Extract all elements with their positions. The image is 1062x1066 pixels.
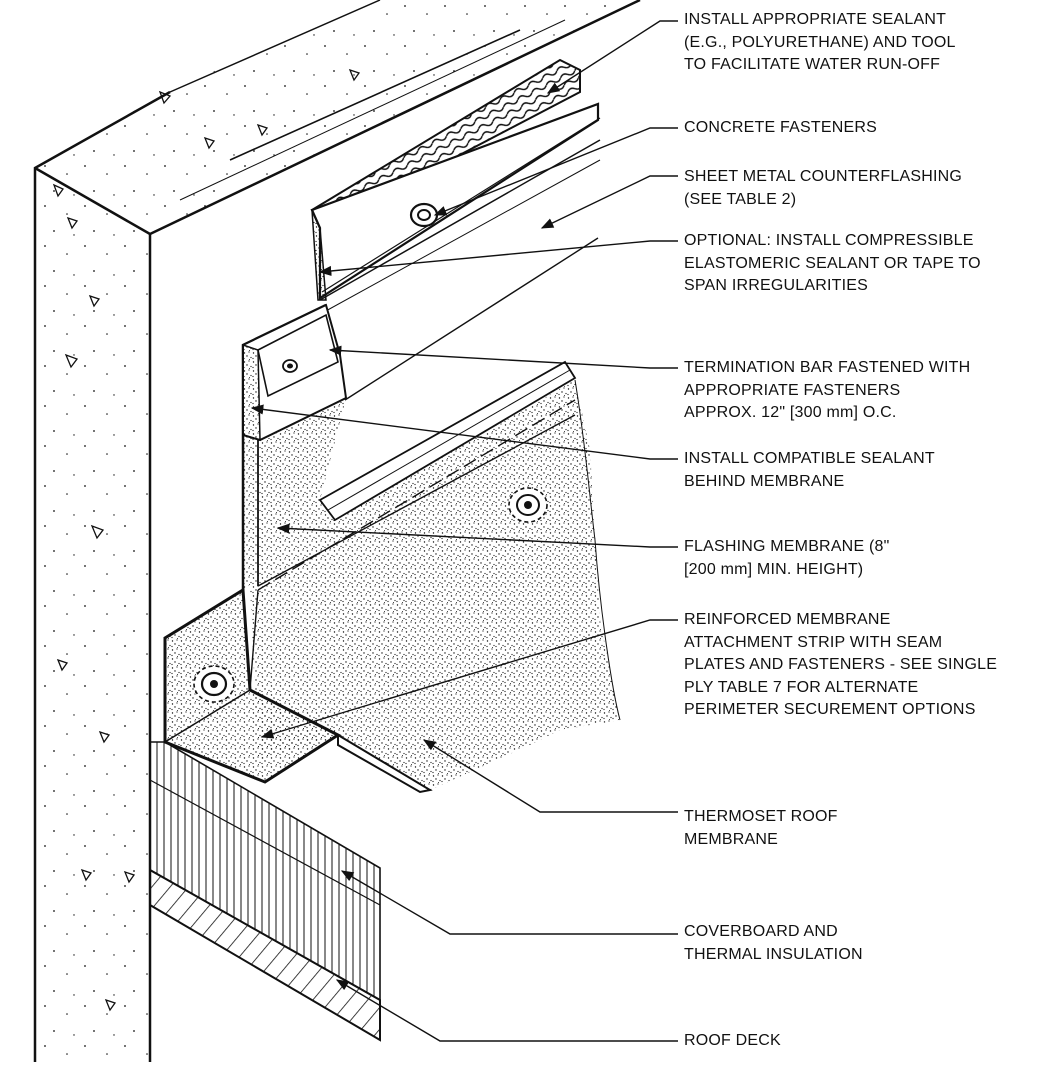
callout-line: ELASTOMERIC SEALANT OR TAPE TO: [684, 254, 981, 272]
callout-attachment-strip: REINFORCED MEMBRANE ATTACHMENT STRIP WIT…: [684, 609, 997, 722]
callout-line: (E.G., POLYURETHANE) AND TOOL: [684, 33, 956, 51]
leader-roof-deck: [335, 979, 678, 1042]
seam-plate-fastener: [193, 665, 235, 703]
callout-line: SPAN IRREGULARITIES: [684, 277, 868, 294]
callout-line: CONCRETE FASTENERS: [684, 119, 877, 136]
callout-line: ATTACHMENT STRIP WITH SEAM: [684, 633, 943, 651]
callout-line: MEMBRANE: [684, 830, 779, 848]
callout-compatible-sealant: INSTALL COMPATIBLE SEALANT BEHIND MEMBRA…: [684, 448, 935, 493]
callout-termination-bar: TERMINATION BAR FASTENED WITH APPROPRIAT…: [684, 357, 970, 425]
concrete-fastener: [409, 202, 439, 228]
callout-concrete-fasteners: CONCRETE FASTENERS: [684, 117, 877, 140]
leader-coverboard: [340, 870, 678, 935]
callout-line: PLATES AND FASTENERS - SEE SINGLE: [684, 656, 998, 673]
thermal-insulation-layer: [149, 741, 381, 1002]
attachment-strip: [163, 587, 433, 794]
callout-line: ROOF DECK: [684, 1032, 781, 1049]
concrete-wall: [33, 0, 641, 1062]
callout-flashing-membrane: FLASHING MEMBRANE (8" [200 mm] MIN. HEIG…: [684, 536, 889, 581]
aggregate-marks: [52, 68, 361, 1012]
callout-line: COVERBOARD AND: [684, 923, 838, 940]
leader-concrete-fasteners: [433, 127, 678, 216]
callout-compressible-sealant: OPTIONAL: INSTALL COMPRESSIBLE ELASTOMER…: [684, 230, 981, 298]
leader-compatible-sealant: [250, 404, 678, 460]
leader-compressible-sealant: [318, 240, 678, 276]
membrane-lap: [318, 360, 577, 522]
leader-thermoset: [422, 739, 678, 813]
callout-line: INSTALL APPROPRIATE SEALANT: [684, 11, 947, 28]
callout-line: PLY TABLE 7 FOR ALTERNATE: [684, 678, 919, 696]
callout-line: PERIMETER SECUREMENT OPTIONS: [684, 701, 976, 718]
callout-line: REINFORCED MEMBRANE: [684, 611, 891, 628]
termination-bar: [242, 303, 348, 442]
callout-roof-deck: ROOF DECK: [684, 1030, 781, 1053]
leader-lines: [250, 20, 678, 1042]
leader-flashing-membrane: [276, 523, 678, 548]
leader-termination-bar: [328, 345, 678, 369]
callout-counterflashing: SHEET METAL COUNTERFLASHING (SEE TABLE 2…: [684, 166, 962, 211]
callout-line: TO FACILITATE WATER RUN-OFF: [684, 56, 941, 73]
membrane-fastener-upper: [508, 487, 548, 523]
callout-coverboard: COVERBOARD AND THERMAL INSULATION: [684, 921, 863, 966]
callout-line: SHEET METAL COUNTERFLASHING: [684, 168, 963, 185]
callout-line: TERMINATION BAR FASTENED WITH: [684, 359, 971, 376]
callout-line: FLASHING MEMBRANE (8": [684, 538, 890, 555]
callout-line: (SEE TABLE 2): [684, 190, 797, 208]
leader-sealant: [546, 20, 678, 94]
callout-line: APPROPRIATE FASTENERS: [684, 381, 901, 399]
callout-line: BEHIND MEMBRANE: [684, 472, 845, 490]
callout-line: OPTIONAL: INSTALL COMPRESSIBLE: [684, 232, 974, 249]
callout-line: THERMOSET ROOF: [684, 808, 838, 825]
callout-sealant: INSTALL APPROPRIATE SEALANT (E.G., POLYU…: [684, 9, 956, 77]
callout-line: APPROX. 12" [300 mm] O.C.: [684, 404, 897, 421]
leader-attachment-strip: [260, 619, 678, 739]
leader-compressible-lower: [344, 237, 599, 401]
callout-thermoset-membrane: THERMOSET ROOF MEMBRANE: [684, 806, 838, 851]
callout-line: THERMAL INSULATION: [684, 945, 863, 963]
leader-counterflashing: [540, 175, 678, 229]
callout-line: [200 mm] MIN. HEIGHT): [684, 560, 864, 578]
callout-line: INSTALL COMPATIBLE SEALANT: [684, 450, 935, 467]
